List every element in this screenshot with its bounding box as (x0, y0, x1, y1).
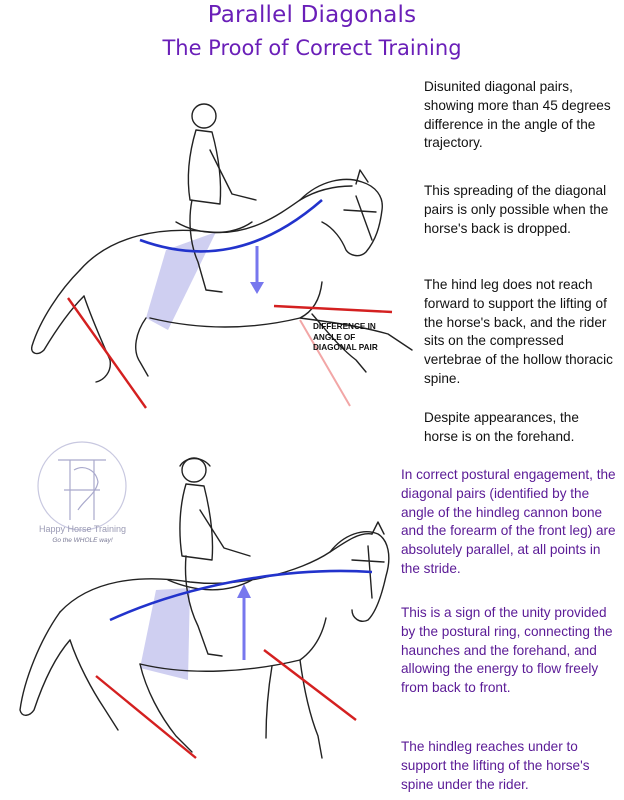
logo-name: Happy Horse Training (38, 524, 127, 534)
bottom-rider-arm (199, 509, 251, 557)
bottom-red-hind-diagonal (95, 675, 197, 759)
top-paragraph-4: Despite appearances, the horse is on the… (424, 410, 579, 444)
bottom-horse-ear (371, 521, 385, 535)
top-rider-arm (209, 149, 257, 201)
top-paragraph-1: Disunited diagonal pairs, showing more t… (424, 79, 611, 151)
top-pink-diff-line (299, 319, 351, 407)
bottom-rider-torso (179, 483, 214, 561)
bottom-up-arrow (237, 584, 251, 660)
top-horse-frontleg-1 (299, 317, 413, 351)
page-subtitle: The Proof of Correct Training (162, 36, 462, 60)
difference-label: DIFFERENCE IN ANGLE OF DIAGONAL PAIR (313, 322, 378, 352)
top-horse-bridle (343, 195, 377, 241)
bottom-blue-back-line (109, 569, 373, 622)
top-saddle (175, 221, 253, 234)
top-horse-neck (299, 178, 383, 257)
bottom-rider-cap (179, 457, 211, 467)
top-horse-hindleg-2 (135, 317, 149, 377)
logo: Happy Horse Training Go the WHOLE way! (30, 438, 135, 558)
logo-tagline: Go the WHOLE way! (52, 537, 113, 544)
page-title: Parallel Diagonals (207, 2, 417, 28)
top-horse-back (79, 185, 353, 271)
bottom-paragraph-3: The hindleg reaches under to support the… (401, 739, 590, 792)
top-horse-ear (355, 169, 369, 185)
bottom-rider-head (181, 457, 207, 483)
bottom-paragraph-1: In correct postural engagement, the diag… (401, 467, 616, 576)
bottom-horse-tail (19, 611, 71, 716)
top-rider-torso (187, 129, 222, 205)
top-horse-frontleg-2 (311, 313, 367, 373)
top-paragraph-3: The hind leg does not reach forward to s… (424, 277, 613, 386)
bottom-rider-leg (184, 555, 223, 657)
top-red-hind-diagonal (67, 297, 147, 409)
top-down-arrow (250, 246, 264, 294)
bottom-horse-neck (329, 531, 390, 622)
bottom-horse-hindleg-1 (69, 639, 119, 731)
logo-graphic (37, 441, 127, 531)
top-paragraph-2: This spreading of the diagonal pairs is … (424, 183, 609, 236)
top-horse-belly (149, 281, 323, 328)
top-rider-leg (189, 199, 223, 293)
top-horse (30, 103, 413, 383)
bottom-paragraph-2: This is a sign of the unity provided by … (401, 605, 613, 696)
top-horse-hindleg-1 (83, 295, 111, 383)
bottom-horse (19, 457, 390, 759)
top-horse-tail (30, 269, 85, 355)
top-blue-back-line (139, 199, 323, 253)
top-rider-head (191, 103, 217, 129)
bottom-red-front-diagonal (263, 649, 357, 721)
bottom-shading (140, 588, 190, 680)
top-shading (146, 232, 216, 330)
top-red-front-diagonal (273, 304, 393, 314)
bottom-saddle (167, 579, 253, 591)
bottom-horse-frontleg-1 (299, 659, 323, 759)
bottom-horse-hindleg-2 (139, 663, 193, 753)
bottom-horse-frontleg-2 (265, 665, 273, 739)
